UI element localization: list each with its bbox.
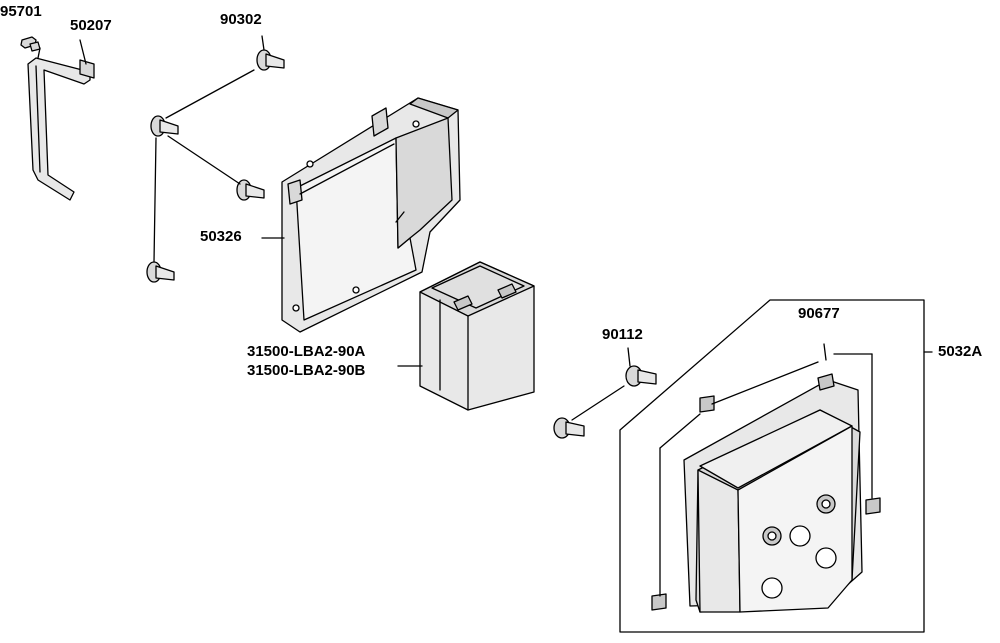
grommet-b — [150, 115, 179, 137]
bolts-90112-part — [553, 365, 657, 439]
assembly-5032A-outline — [619, 299, 925, 633]
label-90112: 90112 — [602, 326, 643, 343]
label-95701: 95701 — [0, 3, 42, 20]
label-90302: 90302 — [220, 11, 262, 28]
control-unit-5032A-part — [651, 343, 881, 613]
bolt-95701-part — [20, 36, 41, 52]
label-50326: 50326 — [200, 228, 242, 245]
label-31500-90b: 31500-LBA2-90B — [247, 362, 366, 379]
bolt-b — [553, 417, 585, 439]
grommet-c — [236, 179, 265, 201]
label-5032A: 5032A — [938, 343, 983, 360]
strap-bracket-50207-part — [27, 57, 95, 201]
label-50207: 50207 — [70, 17, 112, 34]
label-90677: 90677 — [798, 305, 840, 322]
grommet-d — [146, 261, 175, 283]
bolt-a — [625, 365, 657, 387]
battery-31500-part — [419, 261, 535, 411]
grommets-90302-part — [146, 49, 285, 283]
label-31500-90a: 31500-LBA2-90A — [247, 343, 366, 360]
grommet-a — [256, 49, 285, 71]
battery-case-50326-part — [281, 97, 461, 333]
